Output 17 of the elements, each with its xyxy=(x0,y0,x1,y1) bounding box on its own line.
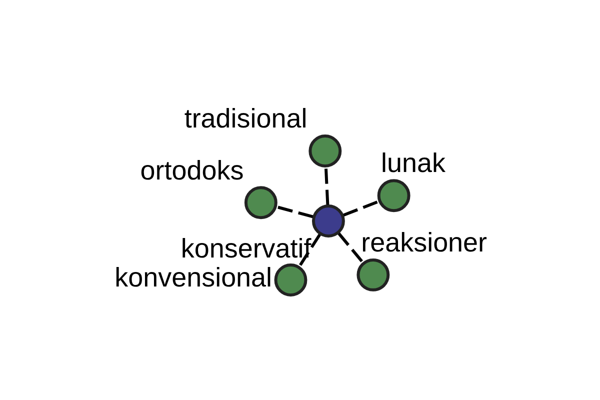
node-label: konvensional xyxy=(114,262,272,292)
connector xyxy=(337,232,364,264)
node-circle xyxy=(311,204,344,237)
node-circle xyxy=(274,262,307,296)
node-circle xyxy=(376,178,410,212)
node-label: tradisional xyxy=(184,103,307,134)
node-label: ortodoks xyxy=(140,154,244,185)
connector xyxy=(342,199,380,216)
connector xyxy=(324,166,329,204)
node-circle xyxy=(356,258,390,291)
connector xyxy=(274,204,313,218)
node-label: lunak xyxy=(380,148,446,178)
node-label: konservatif xyxy=(180,233,311,264)
node-circle xyxy=(308,134,342,167)
node-circle xyxy=(244,186,277,219)
node-label: reaksioner xyxy=(360,227,487,258)
connector xyxy=(297,233,320,268)
